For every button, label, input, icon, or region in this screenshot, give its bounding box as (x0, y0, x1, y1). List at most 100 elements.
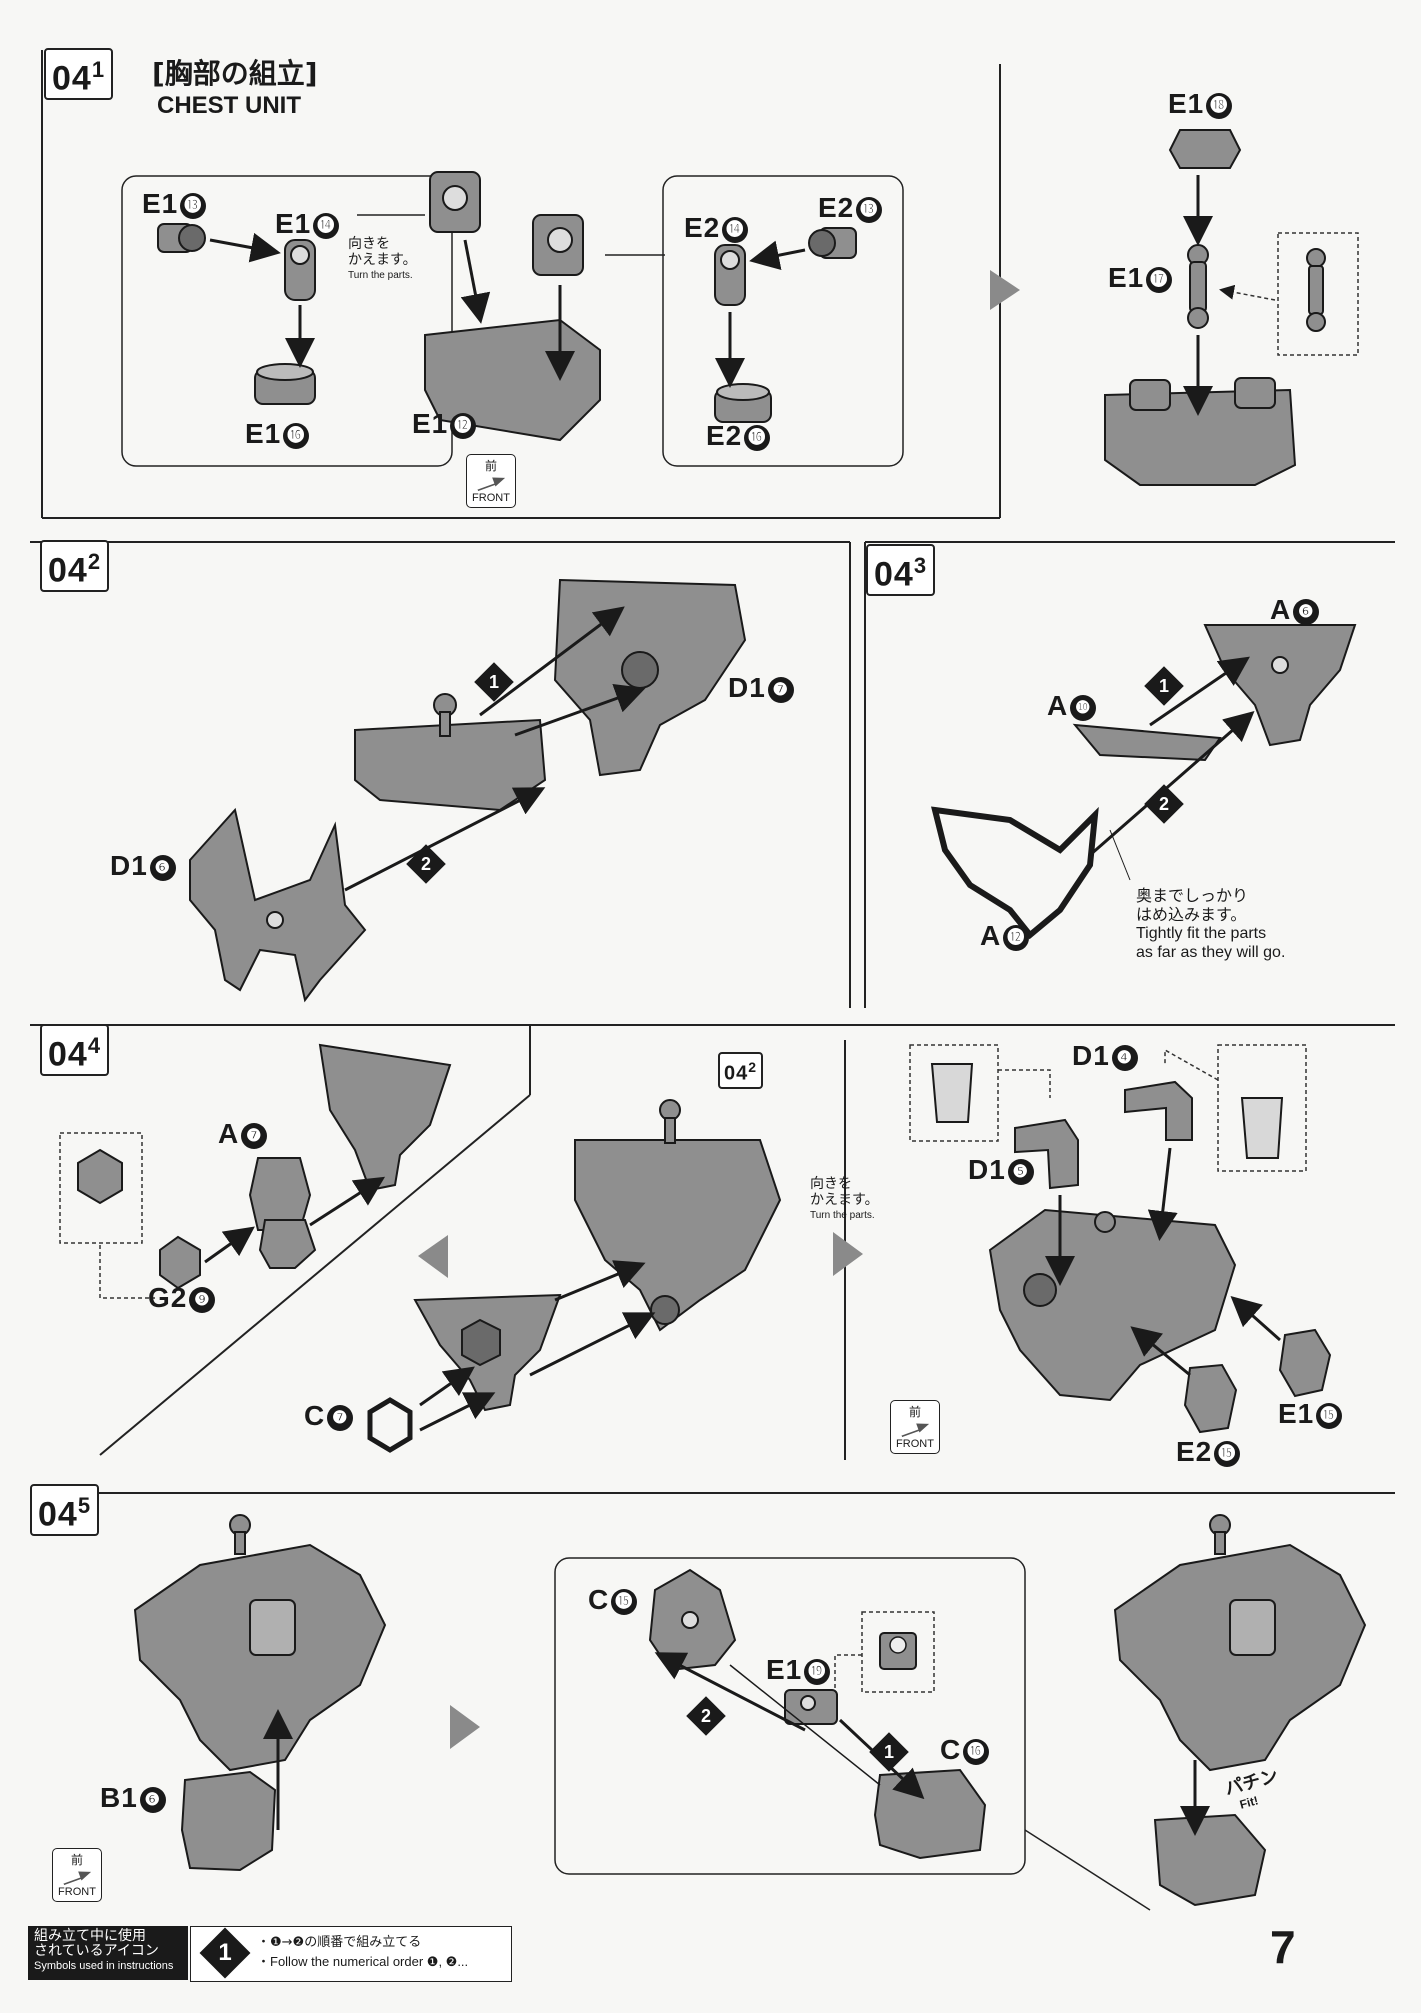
symbols-legend-title-en: Symbols used in instructions (34, 1960, 174, 1972)
symbols-legend-title: 組み立て中に使用 されているアイコン Symbols used in instr… (28, 1926, 188, 1980)
part-number: ❻ (139, 1786, 166, 1813)
part-g2-9-shape (159, 1235, 201, 1290)
order-symbol-icon: 1 (199, 1927, 251, 1979)
legend-text-jp: ・❶→❷の順番で組み立てる (257, 1935, 422, 1950)
order-step-1-icon: 1 (1144, 666, 1184, 706)
part-number: ❼ (327, 1404, 354, 1431)
front-indicator-en: FRONT (472, 492, 510, 504)
step-tag-main: 04 (48, 551, 88, 590)
part-e1-17-shape (1187, 244, 1209, 329)
part-letter: D1 (110, 850, 148, 881)
part-number: ❹ (1111, 1044, 1138, 1071)
d1-4-detail-box (1217, 1044, 1307, 1172)
part-e2-14-shape (714, 244, 746, 306)
turn-parts-note-en: Turn the parts. (348, 270, 413, 281)
part-number: ❻ (149, 854, 176, 881)
order-step-number: 1 (883, 1742, 894, 1762)
front-indicator: 前 FRONT (890, 1400, 940, 1454)
part-e2-13-shape (808, 227, 857, 259)
part-number: ❺ (1007, 1158, 1034, 1185)
ref-tag-sub: 2 (748, 1059, 758, 1075)
part-c7-shape (367, 1397, 413, 1453)
part-letter: C (304, 1400, 326, 1431)
step-04-2-reference-tag: 042 (718, 1052, 764, 1089)
step-tag-sub: 2 (87, 549, 102, 574)
part-letter: E1 (275, 208, 312, 239)
turn-parts-note-en: Turn the parts. (810, 1210, 875, 1221)
part-e1-15-shape (1278, 1328, 1332, 1398)
panel-frames (30, 50, 1395, 1494)
part-e1-18-shape (1168, 129, 1242, 169)
part-e2-15-shape (1183, 1363, 1238, 1434)
step-04-3-tag: 043 (866, 544, 936, 597)
part-letter: B1 (100, 1782, 138, 1813)
part-e1-19-shape (784, 1689, 838, 1725)
part-letter: D1 (728, 672, 766, 703)
part-torso-right-shape (1113, 1514, 1367, 1772)
part-d1-5-shape (1014, 1118, 1079, 1190)
tight-fit-note-jp1: 奥までしっかり (1136, 886, 1249, 905)
tight-fit-note: 奥までしっかり はめ込みます。 Tightly fit the parts as… (1136, 886, 1285, 962)
part-number: ⓳ (804, 1658, 831, 1685)
front-indicator: 前 FRONT (52, 1848, 102, 1902)
order-step-2-icon: 2 (1144, 784, 1184, 824)
part-e2-16-shape (714, 383, 772, 423)
order-step-number: 1 (488, 672, 499, 692)
turn-parts-note: 向きを かえます。 Turn the parts. (348, 236, 417, 284)
step-tag-sub: 3 (913, 553, 928, 578)
part-letter: A (1270, 594, 1292, 625)
part-number: ❻ (1293, 598, 1320, 625)
order-step-2-icon: 2 (686, 1696, 726, 1736)
legend-text: ・❶→❷の順番で組み立てる ・Follow the numerical orde… (257, 1933, 468, 1971)
step-04-1-tag: 041 (44, 48, 114, 101)
symbols-legend-title-jp1: 組み立て中に使用 (34, 1928, 146, 1944)
part-number: ⓭ (856, 196, 883, 223)
part-c15-shape (648, 1568, 737, 1672)
part-chest-body-shape (574, 1099, 782, 1332)
part-letter: E1 (766, 1654, 803, 1685)
order-step-number: 2 (420, 854, 431, 874)
part-letter: E1 (245, 418, 282, 449)
step-04-4-tag: 044 (40, 1024, 110, 1077)
e1-19-detail-box (861, 1611, 935, 1693)
part-letter: A (980, 920, 1002, 951)
part-frame-shape (354, 693, 547, 812)
front-indicator-en: FRONT (896, 1438, 934, 1450)
part-a10-shape (1072, 723, 1222, 762)
part-letter: E2 (706, 420, 743, 451)
step-tag-main: 04 (874, 555, 914, 594)
step-tag-sub: 1 (91, 57, 106, 82)
turn-parts-note-jp: 向きを かえます。 (348, 236, 417, 268)
part-number: ⓱ (1146, 266, 1173, 293)
part-letter: D1 (1072, 1040, 1110, 1071)
front-indicator-jp: 前 (484, 459, 497, 473)
part-number: ⓰ (963, 1738, 990, 1765)
part-letter: E2 (684, 212, 721, 243)
inset-e1 (121, 175, 453, 467)
d1-5-detail-box (909, 1044, 999, 1142)
order-step-1-icon: 1 (869, 1732, 909, 1772)
step-04-2-tag: 042 (40, 540, 110, 593)
symbols-legend-title-jp2: されているアイコン (34, 1943, 159, 1959)
e1-17-detail-box (1277, 232, 1359, 356)
part-a6-lower-shape (413, 1293, 562, 1412)
part-letter: D1 (968, 1154, 1006, 1185)
order-symbol-number: 1 (218, 1939, 232, 1966)
part-letter: E1 (1108, 262, 1145, 293)
part-number: ❿ (1070, 694, 1097, 721)
part-letter: E1 (1168, 88, 1205, 119)
part-e1-13-shape (157, 223, 206, 253)
part-letter: A (1047, 690, 1069, 721)
